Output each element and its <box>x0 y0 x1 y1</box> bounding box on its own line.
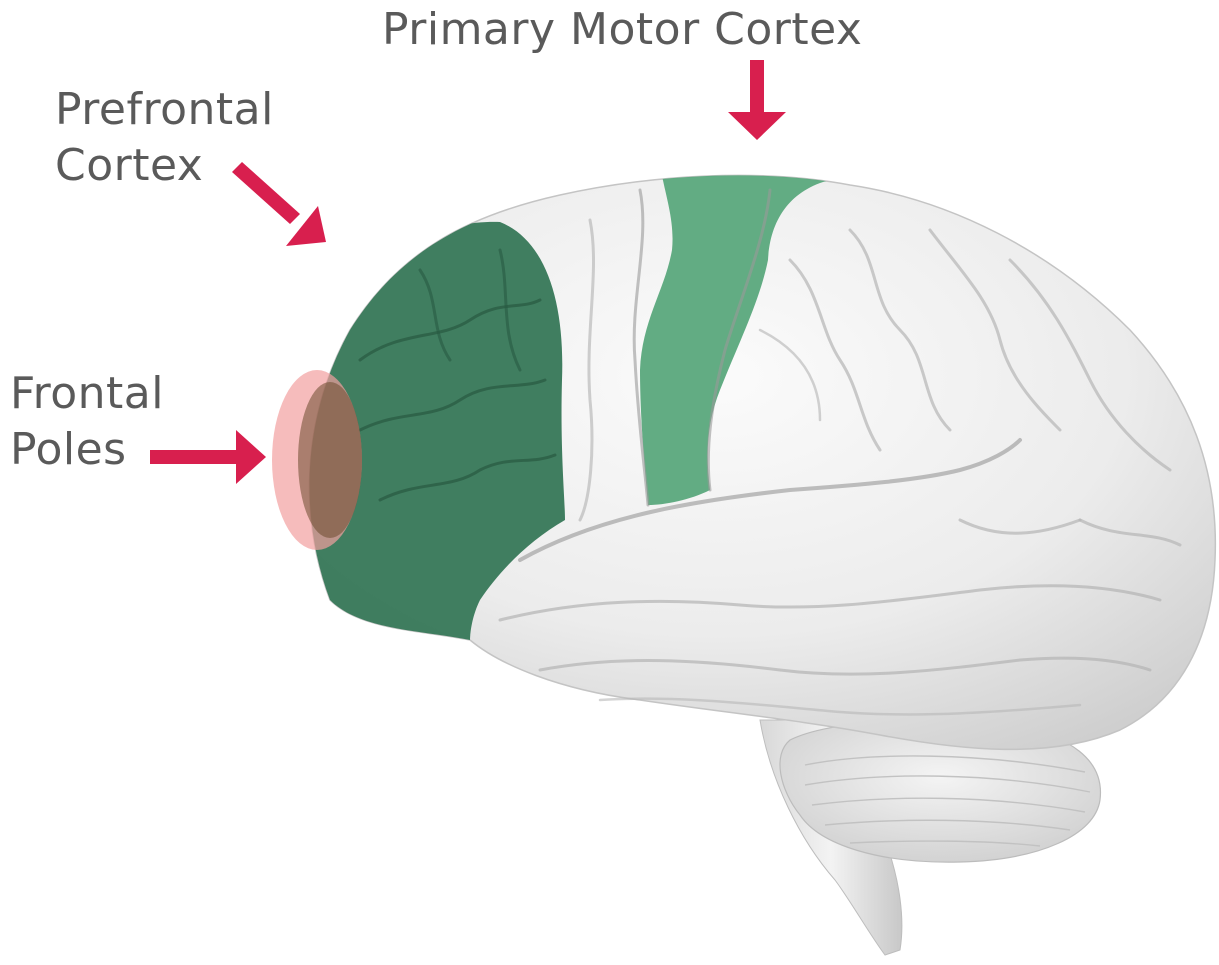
label-primary-motor-cortex-text: Primary Motor Cortex <box>382 2 862 58</box>
frontal-pole-overlap <box>298 382 362 538</box>
arrow-frontal-poles <box>150 430 266 484</box>
label-frontal-line1: Frontal <box>10 366 164 422</box>
label-frontal-poles: Frontal Poles <box>10 366 164 478</box>
label-prefrontal-line2: Cortex <box>55 138 274 194</box>
arrow-primary-motor-cortex <box>728 60 786 140</box>
label-prefrontal-cortex: Prefrontal Cortex <box>55 82 274 194</box>
label-prefrontal-line1: Prefrontal <box>55 82 274 138</box>
label-primary-motor-cortex: Primary Motor Cortex <box>382 2 862 58</box>
label-frontal-line2: Poles <box>10 422 164 478</box>
